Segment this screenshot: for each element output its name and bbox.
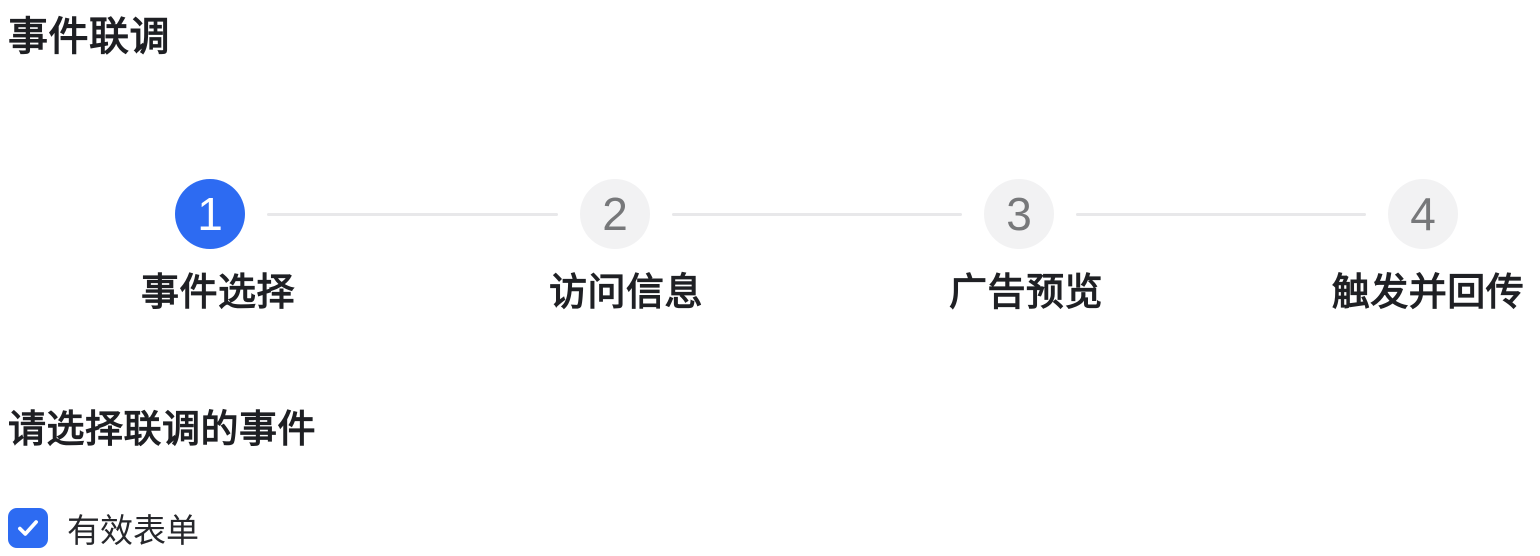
section-heading: 请选择联调的事件 bbox=[8, 409, 317, 451]
step-connector-3 bbox=[1076, 213, 1366, 216]
step-number-2: 2 bbox=[602, 188, 628, 240]
step-connector-1 bbox=[267, 213, 558, 216]
step-number-4: 4 bbox=[1410, 188, 1436, 240]
step-number-1: 1 bbox=[197, 188, 223, 240]
page-title: 事件联调 bbox=[8, 15, 170, 59]
step-label-event-selection: 事件选择 bbox=[140, 272, 296, 314]
step-label-trigger-callback: 触发并回传 bbox=[1331, 272, 1525, 314]
step-circle-1[interactable]: 1 bbox=[175, 179, 245, 249]
step-label-ad-preview: 广告预览 bbox=[948, 272, 1104, 314]
checkmark-icon bbox=[15, 515, 41, 541]
step-circle-2[interactable]: 2 bbox=[580, 179, 650, 249]
step-number-3: 3 bbox=[1006, 188, 1032, 240]
event-checkbox-label[interactable]: 有效表单 bbox=[67, 512, 199, 549]
step-label-access-info: 访问信息 bbox=[548, 272, 704, 314]
step-connector-2 bbox=[672, 213, 962, 216]
step-circle-4[interactable]: 4 bbox=[1388, 179, 1458, 249]
event-checkbox[interactable] bbox=[8, 508, 48, 548]
step-circle-3[interactable]: 3 bbox=[984, 179, 1054, 249]
event-checkbox-row[interactable]: 有效表单 bbox=[8, 504, 199, 552]
